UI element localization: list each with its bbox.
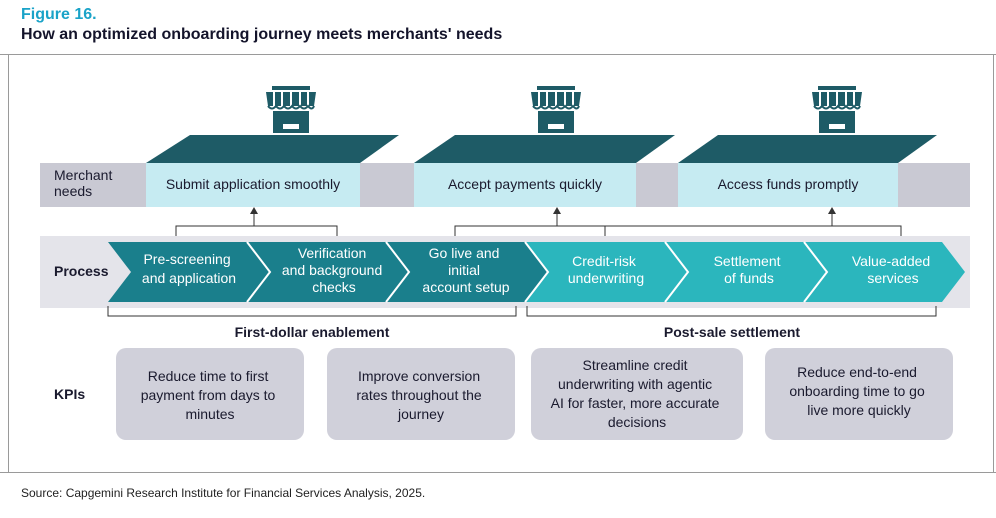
figure-label: Figure 16. [21,6,97,23]
arrow-up-icon [828,207,836,214]
storefront-icon [531,86,581,133]
process-step-line: account setup [422,279,509,295]
process-step-chevron [108,242,270,302]
kpi-line: payment from days to [141,387,276,403]
kpi-line: rates throughout the [356,387,482,403]
phase-bracket [107,306,517,317]
kpi-line: decisions [608,414,666,430]
process-step-line: checks [312,279,356,295]
process-step-line: services [867,270,918,286]
process-step-text: Settlement of funds [714,253,785,286]
figure-title: How an optimized onboarding journey meet… [21,26,503,43]
process-step-text: Verification and background checks [282,245,386,295]
kpi-line: onboarding time to go [789,383,925,399]
awning-roof [678,135,937,163]
process-step-chevron [386,242,548,302]
band-separator [636,163,678,207]
need-text: Accept payments quickly [448,176,602,192]
need-text: Submit application smoothly [166,176,340,192]
kpi-box [531,348,743,440]
awning-roof [146,135,399,163]
arrow-up-icon [250,207,258,214]
process-step-line: underwriting [568,270,644,286]
process-step-chevron [525,242,688,302]
band-separator [360,163,414,207]
need-text: Access funds promptly [718,176,859,192]
kpi-line: Reduce time to first [148,368,269,384]
storefront-icon [812,86,862,133]
kpi-line: underwriting with agentic [558,376,712,392]
awning-roof [414,135,675,163]
process-step-line: Go live and [429,245,500,261]
process-step-text: Value-added services [852,253,934,286]
kpi-line: journey [397,406,444,422]
band-separator [898,163,970,207]
bottom-divider [0,472,996,473]
process-step-chevron [247,242,409,302]
process-step-line: Settlement [714,253,781,269]
kpi-text: Improve conversion rates throughout the … [356,368,485,422]
process-step-line: Verification [298,245,366,261]
kpi-box [116,348,304,440]
need-box [414,163,636,207]
merchant-needs-label-bg [40,163,146,207]
kpi-line: live more quickly [807,402,910,418]
storefront-icon [266,86,316,133]
process-step-line: Credit-risk [572,253,637,269]
kpi-line: minutes [185,406,234,422]
process-step-text: Pre-screening and application [142,251,236,286]
process-step-line: of funds [724,270,774,286]
process-label: Process [54,263,109,279]
process-step-line: and application [142,270,236,286]
kpi-box [327,348,515,440]
source-note: Source: Capgemini Research Institute for… [21,486,426,500]
process-step-line: initial [448,262,480,278]
arrow-up-icon [553,207,561,214]
phase-bracket [526,306,937,317]
need-box [678,163,898,207]
need-box [146,163,360,207]
right-frame [993,54,994,472]
merchant-needs-label-line: Merchant [54,167,112,183]
kpi-line: Improve conversion [358,368,480,384]
kpi-text: Streamline credit underwriting with agen… [551,357,724,430]
process-step-text: Go live and initial account setup [422,245,509,295]
left-frame [8,54,9,472]
process-step-chevron [804,242,965,302]
phase-label: Post-sale settlement [664,324,800,340]
process-step-line: Value-added [852,253,930,269]
kpi-text: Reduce time to first payment from days t… [141,368,280,422]
merchant-needs-label: Merchant needs [54,167,116,199]
kpi-line: Reduce end-to-end [797,364,917,380]
kpi-text: Reduce end-to-end onboarding time to go … [789,364,928,418]
kpis-label: KPIs [54,386,85,402]
process-step-line: and background [282,262,382,278]
chevron-dividers [246,241,829,303]
phase-label: First-dollar enablement [235,324,390,340]
kpi-box [765,348,953,440]
process-step-line: Pre-screening [143,251,230,267]
merchant-needs-label-line: needs [54,183,92,199]
process-step-chevron [665,242,827,302]
top-divider [0,54,996,55]
kpi-line: AI for faster, more accurate [551,395,720,411]
process-step-text: Credit-risk underwriting [568,253,644,286]
connector-lines [175,213,902,240]
kpi-line: Streamline credit [583,357,688,373]
